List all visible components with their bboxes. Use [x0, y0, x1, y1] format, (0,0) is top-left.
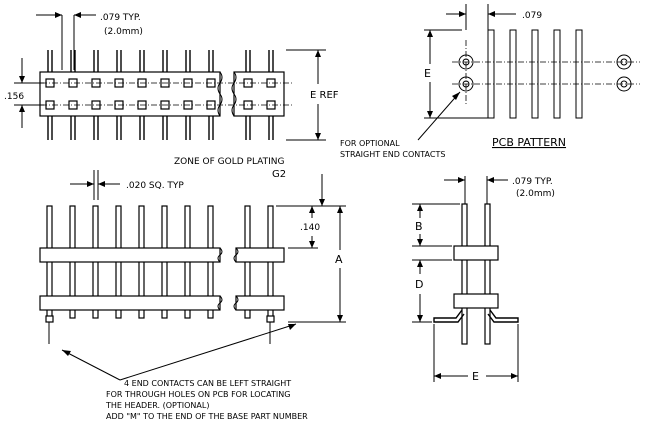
dim-140-label: .140 [300, 223, 320, 233]
front-body-upper-left [39, 247, 221, 263]
side-pitch-mm-label: (2.0mm) [516, 189, 555, 199]
pcb-holes [458, 54, 632, 92]
dim-a-label: A [335, 253, 343, 266]
optional-contacts-label-2: STRAIGHT END CONTACTS [340, 150, 445, 159]
side-pin-left [461, 203, 468, 345]
dim-e-bottom-label: E [472, 370, 479, 383]
top-body-right [233, 71, 285, 117]
side-body-upper [453, 245, 499, 261]
pitch-typ-label: .079 TYP. [100, 13, 141, 23]
pcb-pattern-title: PCB PATTERN [492, 136, 566, 149]
note-line-1: 4 END CONTACTS CAN BE LEFT STRAIGHT [124, 379, 291, 388]
side-pin-right [484, 203, 491, 345]
pcb-slots [487, 29, 583, 119]
top-view: .079 TYP. (2.0mm) [4, 12, 339, 141]
note-line-2: FOR THROUGH HOLES ON PCB FOR LOCATING [106, 390, 290, 399]
pin-size-label: .020 SQ. TYP [126, 181, 184, 191]
pcb-e-label: E [424, 67, 431, 80]
dim-b-label: B [415, 220, 423, 233]
gold-code-label: G2 [272, 169, 286, 180]
top-body-left [39, 71, 221, 117]
note-line-4: ADD "M" TO THE END OF THE BASE PART NUMB… [106, 412, 308, 421]
note-line-3: THE HEADER. (OPTIONAL) [105, 401, 209, 410]
dim-d-label: D [415, 278, 423, 291]
front-body-lower-left [39, 295, 221, 311]
pitch-mm-label: (2.0mm) [104, 27, 143, 37]
side-body-lower [453, 293, 499, 309]
side-pitch-typ-label: .079 TYP. [512, 177, 553, 187]
front-pin-tips [45, 315, 275, 344]
gold-zone-label: ZONE OF GOLD PLATING [174, 157, 285, 167]
optional-contacts-label-1: FOR OPTIONAL [340, 139, 400, 148]
note: 4 END CONTACTS CAN BE LEFT STRAIGHT FOR … [61, 323, 308, 421]
pcb-pattern-view: .079 E FOR OPTIONAL STRAIGH [340, 4, 640, 159]
front-body-upper-right [235, 247, 285, 263]
row-spacing-label: .156 [4, 92, 24, 102]
e-ref-label: E REF [310, 90, 339, 101]
side-view: .079 TYP. (2.0mm) B D E [412, 176, 555, 383]
pcb-pitch-label: .079 [522, 11, 542, 21]
front-view: ZONE OF GOLD PLATING G2 .020 SQ. TYP [39, 157, 346, 344]
front-body-lower-right [235, 295, 285, 311]
